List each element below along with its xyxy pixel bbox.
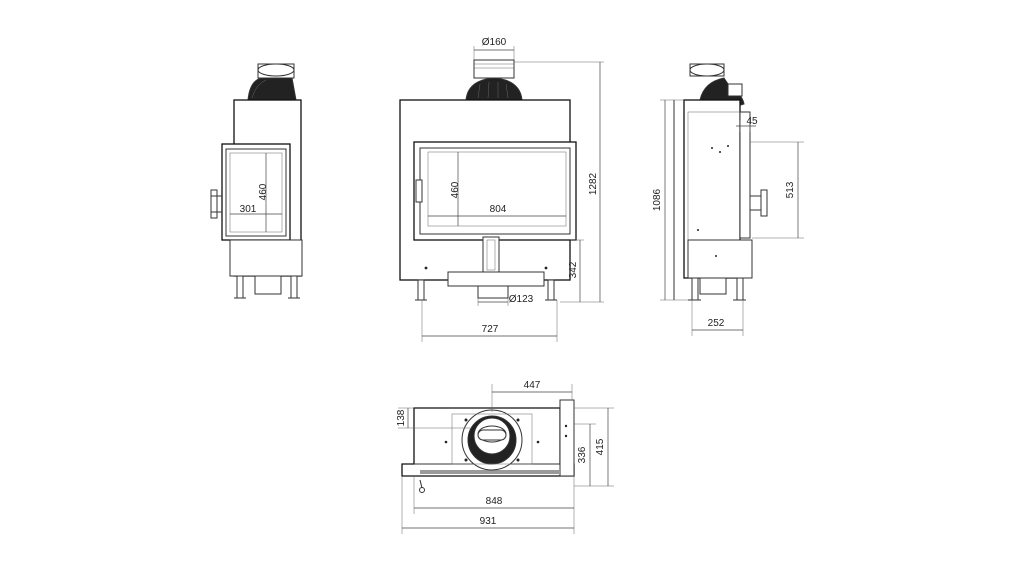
right-side-view: 1086 45 513 252 — [652, 63, 804, 336]
dim-top-width-inner: 848 — [486, 496, 503, 507]
dim-side-offset: 45 — [746, 116, 758, 127]
dim-door-height-side: 460 — [258, 183, 269, 200]
dim-base-height: 342 — [568, 261, 579, 278]
dim-top-depth-inner: 336 — [577, 446, 588, 463]
dim-top-depth-outer: 415 — [595, 438, 606, 455]
left-side-view: 460 301 — [210, 63, 303, 299]
dim-top-offset: 138 — [396, 409, 407, 426]
dim-top-depth-upper: 447 — [524, 380, 541, 391]
dim-base-width-front: 727 — [482, 324, 499, 335]
dim-body-height: 1086 — [652, 188, 663, 211]
dim-door-height-front: 460 — [450, 181, 461, 198]
dim-air-inlet-diameter: Ø123 — [509, 294, 534, 305]
top-view: 447 138 336 415 848 931 — [396, 380, 614, 534]
dim-side-base-width: 252 — [708, 318, 725, 329]
dim-door-width-front: 804 — [490, 204, 507, 215]
dim-flue-diameter: Ø160 — [482, 37, 507, 48]
front-view: Ø160 1282 342 460 804 Ø123 727 — [399, 37, 604, 342]
dim-overall-height: 1282 — [588, 172, 599, 195]
dim-side-opening-height: 513 — [785, 181, 796, 198]
dim-door-width-side: 301 — [240, 204, 257, 215]
dim-top-width-outer: 931 — [480, 516, 497, 527]
